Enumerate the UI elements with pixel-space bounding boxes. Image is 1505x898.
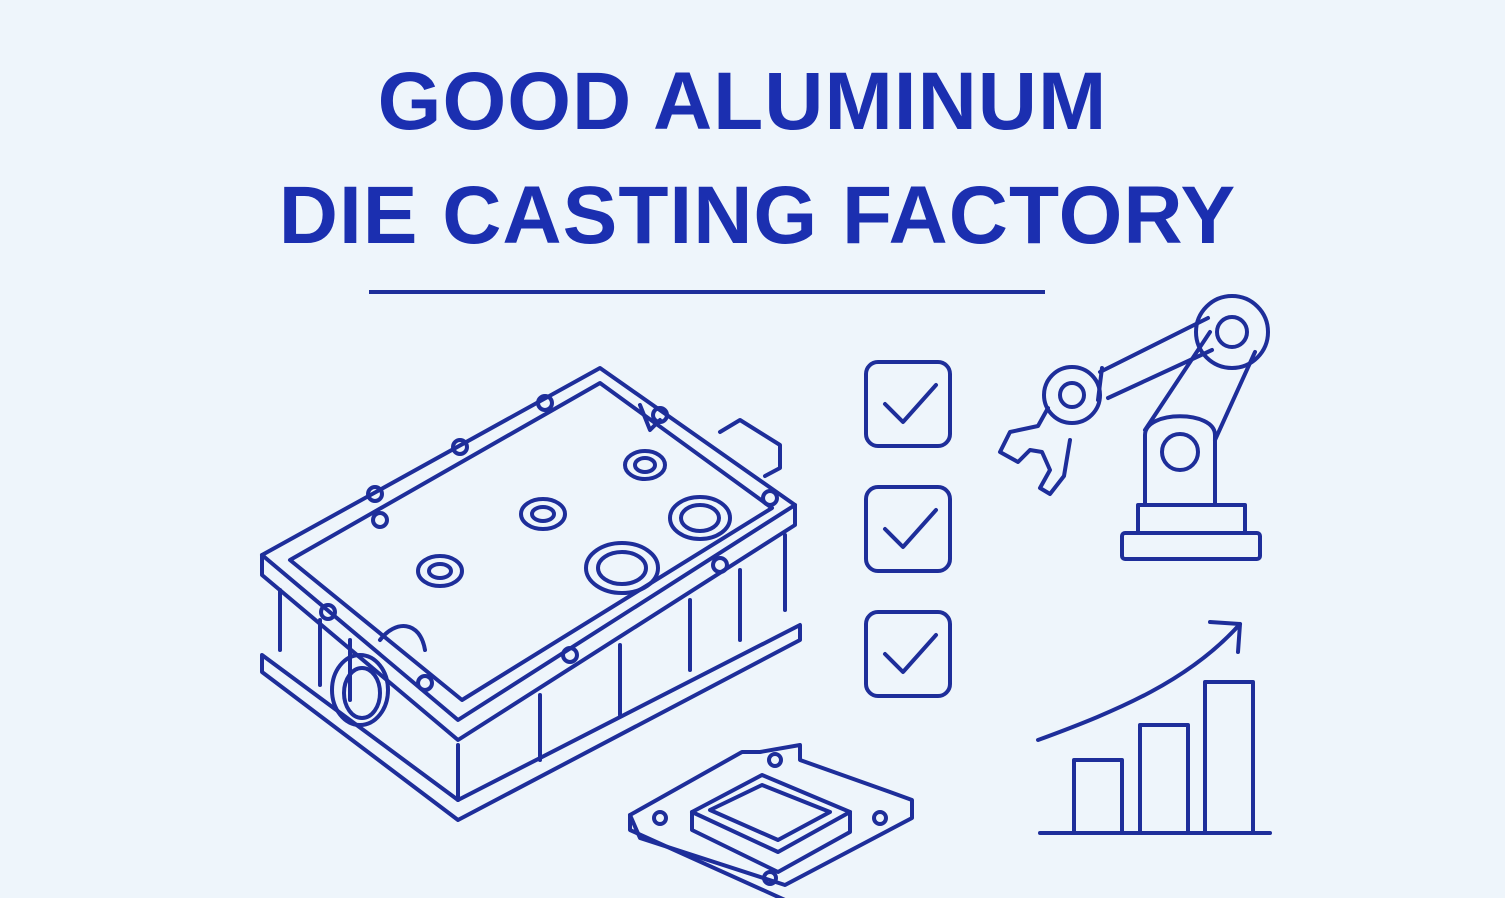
title-line-1: GOOD ALUMINUM: [377, 56, 1108, 147]
robotic-arm-icon: [1000, 296, 1268, 559]
growth-bar-chart-icon: [1038, 622, 1270, 833]
checkmark-box-icon: [866, 487, 950, 571]
checkmark-box-icon: [866, 612, 950, 696]
die-cast-bracket-icon: [630, 745, 912, 898]
page-title: GOOD ALUMINUM DIE CASTING FACTORY: [0, 52, 1505, 266]
aluminum-housing-icon: [262, 368, 800, 820]
checkmark-box-icon: [866, 362, 950, 446]
title-line-2: DIE CASTING FACTORY: [278, 170, 1237, 261]
checklist: [866, 362, 950, 696]
title-divider: [369, 290, 1045, 294]
